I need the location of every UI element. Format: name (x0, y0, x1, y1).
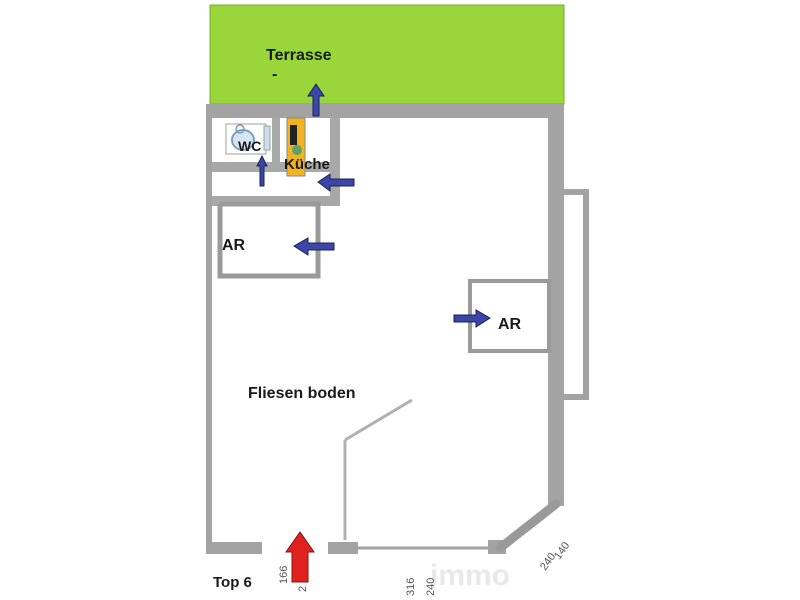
wc-label: WC (238, 138, 262, 154)
right-window (564, 189, 589, 400)
arrow-right-ar-icon (453, 309, 491, 328)
dim-door-center-a: 316 (405, 577, 417, 596)
storage-left-label: AR (222, 237, 246, 254)
kitchen-label: Küche (284, 156, 330, 173)
door-swing (343, 398, 413, 540)
arrow-up-small-icon (256, 154, 268, 187)
storage-right-label: AR (498, 316, 522, 333)
wc-fixtures (225, 123, 271, 155)
corner-wall (495, 499, 561, 553)
outer-walls (206, 104, 564, 554)
kitchen-unit (286, 117, 306, 177)
dim-door-left: 166 (278, 565, 290, 584)
storage-left-walls (217, 201, 321, 279)
wc-kitchen-walls (212, 118, 340, 206)
terrace-area (209, 4, 565, 105)
floor-label: Fliesen boden (248, 385, 356, 402)
unit-label: Top 6 (213, 574, 252, 591)
watermark: immo (430, 559, 510, 592)
terrace-mark: - (272, 66, 278, 83)
terrace-label: Terrasse (266, 47, 332, 64)
arrow-up-icon (307, 83, 325, 117)
dim-door-center-b: 240 (425, 577, 437, 596)
arrow-left-icon (317, 173, 355, 192)
arrows-blue (256, 83, 491, 328)
arrow-left-ar-icon (293, 237, 335, 256)
dim-door-left-b: 2 (297, 585, 309, 592)
entry-arrow-icon (285, 531, 315, 583)
